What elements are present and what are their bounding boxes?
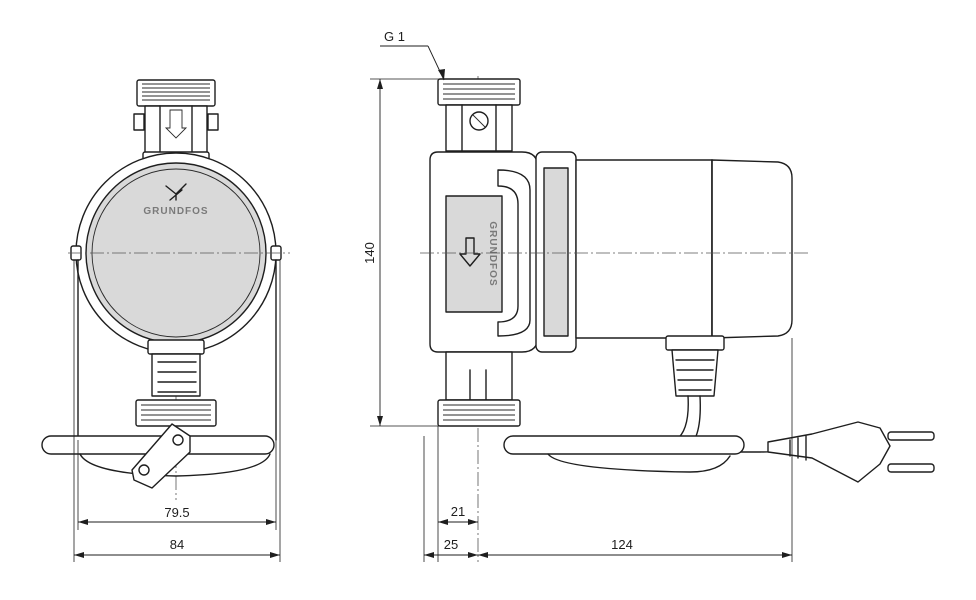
front-view: GRUNDFOS	[41, 79, 290, 562]
dim-label-140: 140	[362, 242, 377, 264]
grundfos-logo-icon	[165, 183, 187, 201]
dim-124: 124	[478, 338, 793, 562]
dim-label-25: 25	[444, 537, 458, 552]
dim-width-outer: 84	[73, 260, 281, 562]
brand-text-front: GRUNDFOS	[143, 206, 208, 217]
dim-label-124: 124	[611, 537, 633, 552]
front-neck	[133, 105, 219, 155]
front-bottom-thread	[135, 399, 217, 427]
dim-thread-leader: G 1	[380, 29, 445, 81]
side-upper-neck	[445, 104, 513, 152]
dim-label-21: 21	[451, 504, 465, 519]
front-motor-housing: GRUNDFOS	[70, 151, 282, 354]
power-plug-icon	[767, 421, 935, 483]
side-top-thread	[437, 78, 521, 106]
side-stand	[503, 435, 745, 473]
front-stand	[41, 259, 277, 489]
front-cable-gland	[147, 339, 205, 397]
side-view: GRUNDFOS	[362, 29, 935, 562]
side-pump-body: GRUNDFOS	[429, 151, 539, 353]
thread-label: G 1	[384, 29, 405, 44]
dim-width-inner: 79.5	[77, 440, 277, 530]
dim-label-79-5: 79.5	[164, 505, 189, 520]
side-motor	[575, 159, 793, 339]
dim-label-84: 84	[170, 537, 184, 552]
side-cable-gland	[665, 335, 725, 397]
dim-height: 140	[362, 78, 440, 427]
side-bottom-thread	[437, 399, 521, 427]
dim-25: 25	[423, 436, 478, 562]
side-motor-flange	[535, 151, 577, 353]
front-top-thread	[136, 79, 216, 107]
brand-text-side: GRUNDFOS	[487, 221, 498, 286]
side-lower-neck	[445, 351, 513, 401]
dim-21: 21	[437, 426, 478, 562]
